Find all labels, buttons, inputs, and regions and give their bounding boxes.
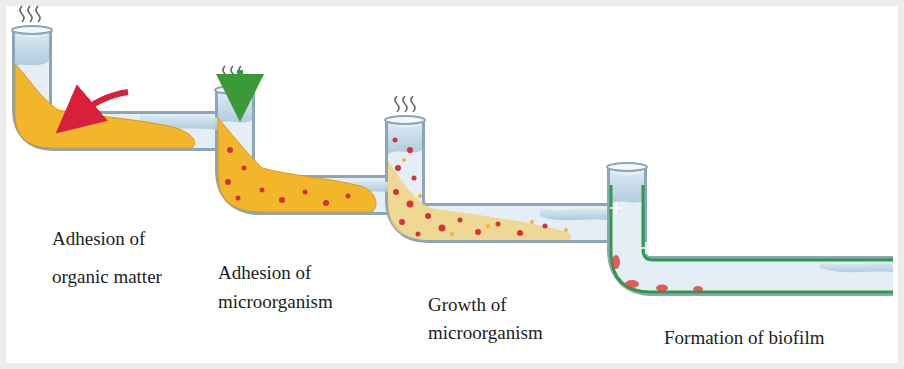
stage-caption: Adhesion of microorganism [218, 258, 358, 316]
stage-caption: Formation of biofilm [664, 326, 894, 350]
stage-caption: Adhesion of organic matter [52, 220, 192, 296]
stage-caption: Growth of microorganism [428, 291, 568, 347]
